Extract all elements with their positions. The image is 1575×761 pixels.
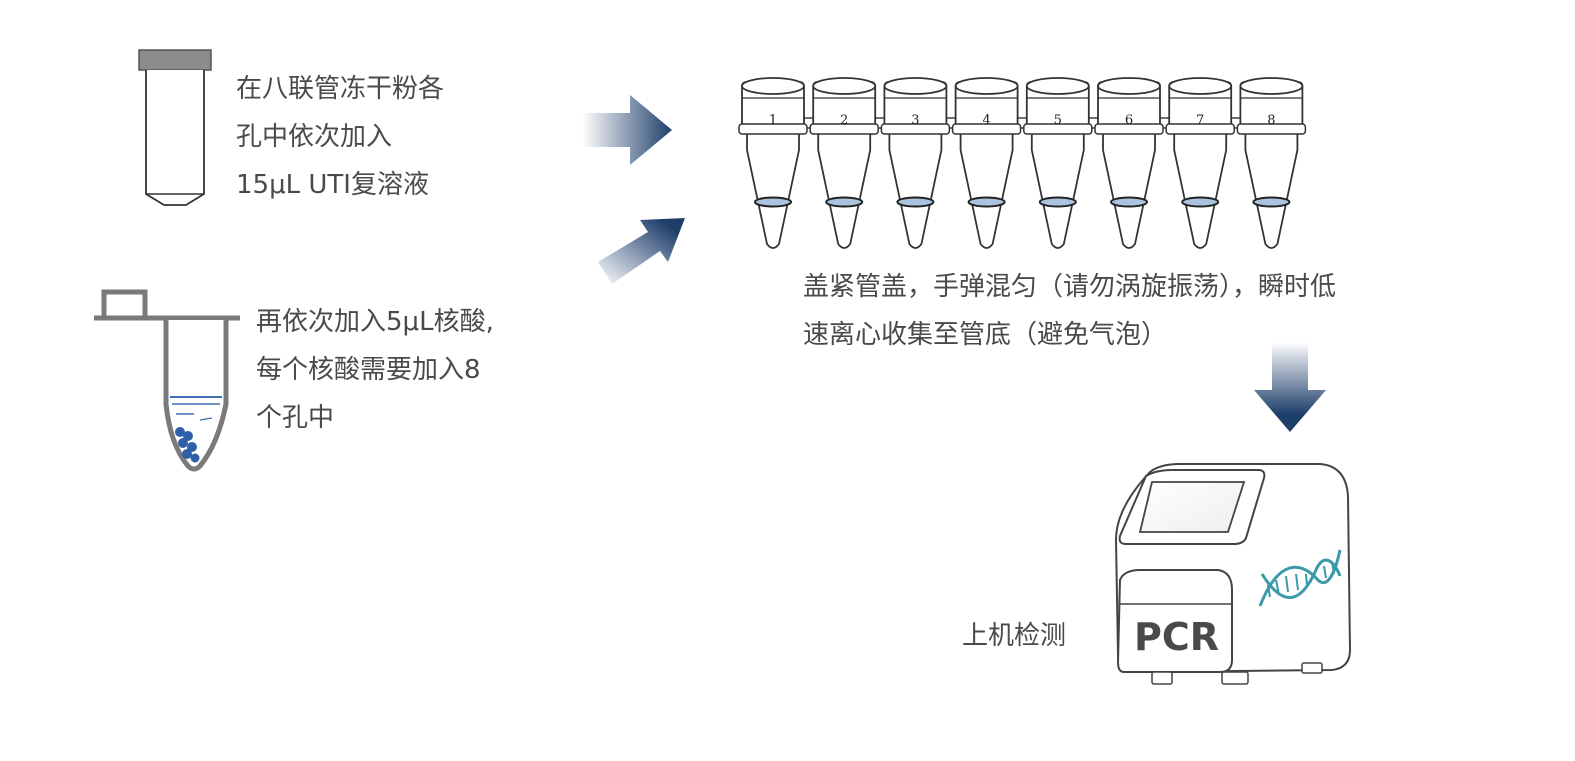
tube: 5 [1023,77,1093,249]
tube-body [1173,130,1228,249]
tube-number: 2 [840,113,848,128]
tube: 7 [1165,77,1235,249]
tube-liquid [967,196,1006,208]
tube-rim [1236,123,1307,135]
tube-number: 6 [1125,113,1133,128]
tube-body [959,130,1014,249]
tube-body [888,130,943,249]
pcr-machine-icon: PCR [1114,463,1352,685]
tube-rim [951,123,1022,135]
tube-cap-top [741,77,805,95]
tube-number: 1 [769,113,777,128]
tube-rim [809,123,879,135]
tube-body [746,130,800,249]
tube-cap-top [883,77,948,95]
pcr-label: PCR [1134,615,1219,659]
tube-number: 7 [1196,113,1204,128]
tube-cap-top [1025,77,1090,95]
tube-number: 4 [982,113,990,128]
eppendorf-tube-icon [94,289,240,472]
tube-rim [738,123,808,135]
tube-liquid [1038,196,1077,208]
step1-line: 在八联管冻干粉各 [236,74,445,104]
tube-cap-top [1239,77,1304,95]
tube: 1 [738,77,808,249]
tube-liquid [1110,196,1148,208]
step1-text: 在八联管冻干粉各 孔中依次加入 15μL UTI复溶液 [236,65,444,209]
step3-line: 速离心收集至管底（避免气泡） [803,320,1168,350]
tube-liquid [825,196,864,208]
tube-cap-top [812,77,877,95]
step3-line: 盖紧管盖，手弹混匀（请勿涡旋振荡），瞬时低 [803,272,1337,302]
tube-cap-top [954,77,1019,95]
tube-cap-top [1168,77,1233,95]
step1-line: 15μL UTI复溶液 [236,170,429,200]
tube: 2 [809,77,879,249]
eight-tube-strip-icon: 1 2 3 4 5 6 7 8 [738,77,1307,249]
tube-rim [880,123,951,135]
tube-rim [1023,123,1093,135]
step2-line: 个孔中 [256,403,335,433]
tube-body [1030,130,1085,249]
arrow-right-icon [582,95,672,165]
tube-liquid [754,196,792,208]
tube-cap-top [1097,77,1161,95]
tube-rim [1165,123,1235,135]
tube: 4 [951,77,1022,249]
dna-helix-icon [1258,549,1342,607]
step1-line: 孔中依次加入 [236,122,393,152]
tube-number: 3 [911,113,919,128]
tube-liquid [896,196,935,208]
step2-line: 每个核酸需要加入8 [256,355,481,385]
tube: 6 [1094,77,1164,249]
arrow-diagonal-icon [598,218,685,284]
tube-body [1102,130,1156,249]
tube-liquid [1181,196,1220,208]
tube: 8 [1236,77,1307,249]
step3-text: 盖紧管盖，手弹混匀（请勿涡旋振荡），瞬时低 速离心收集至管底（避免气泡） [803,263,1336,359]
tube-rim [1094,123,1164,135]
tube-number: 5 [1054,113,1062,128]
arrow-down-icon [1254,342,1326,432]
step2-text: 再依次加入5μL核酸, 每个核酸需要加入8 个孔中 [256,298,494,442]
step2-line: 再依次加入5μL核酸, [256,307,494,337]
tube: 3 [880,77,951,249]
tube-liquid [1252,196,1291,208]
step4-label: 上机检测 [962,621,1067,651]
tube-body [817,130,872,249]
tube-number: 8 [1267,113,1275,128]
tube-body [1244,130,1299,249]
vial-icon [138,49,212,206]
step4-text: 上机检测 [962,612,1066,660]
